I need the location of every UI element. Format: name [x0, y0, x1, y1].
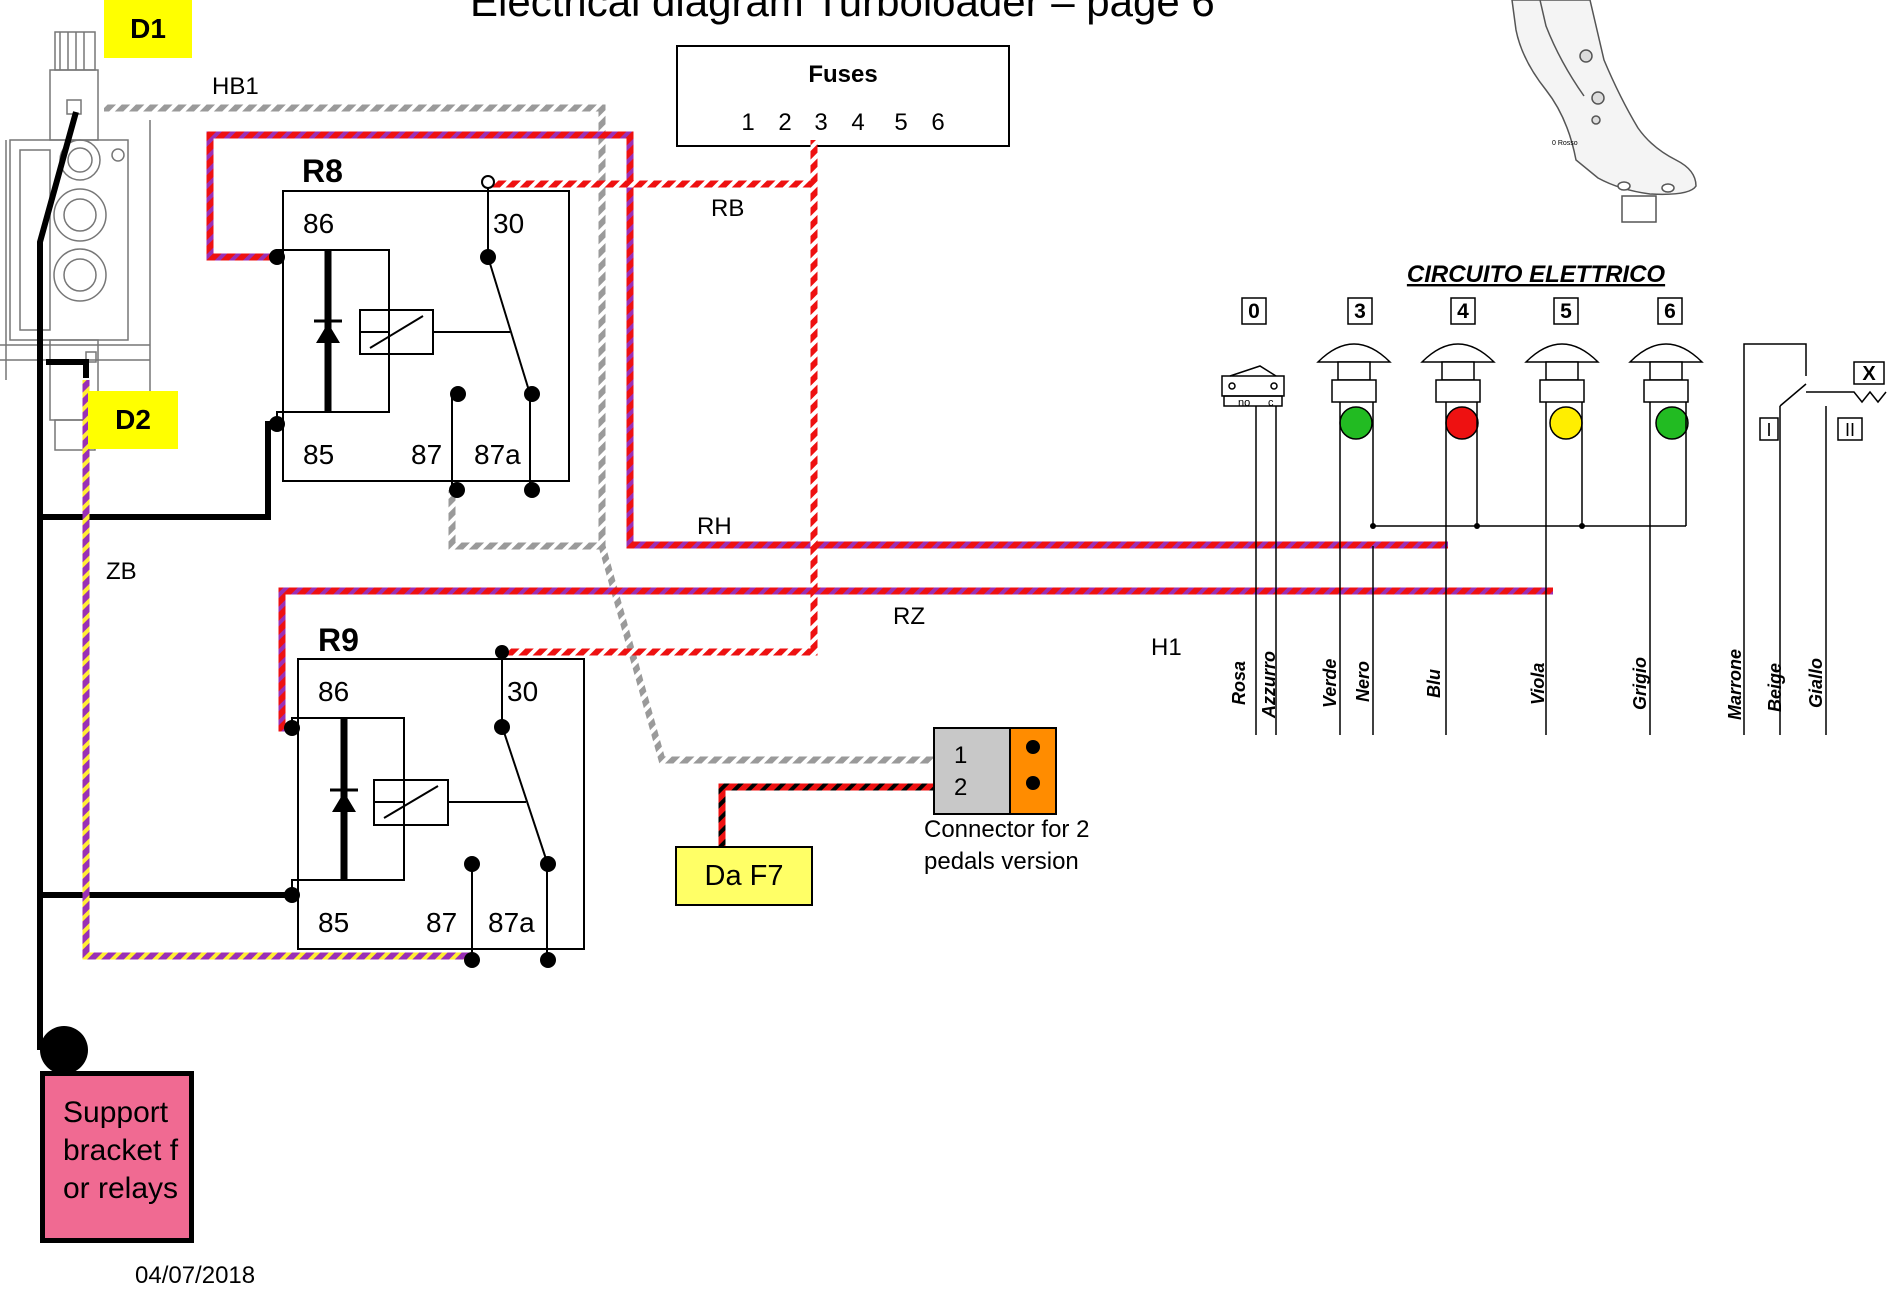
circuit-elettrico: CIRCUITO ELETTRICO 0 3 4 5 6 no c — [1221, 261, 1887, 735]
micro-switch-icon — [1221, 365, 1285, 407]
wire-color-label: Marrone — [1725, 649, 1745, 720]
wire-color-label: Beige — [1765, 663, 1785, 712]
indicator-lamp — [1549, 406, 1583, 440]
micro-c-label: c — [1268, 397, 1274, 409]
wire-color-label: Verde — [1320, 659, 1340, 708]
wire-ground — [37, 111, 292, 1050]
wire-fuse3 — [502, 140, 818, 656]
wires — [37, 104, 1553, 1050]
valve-block — [0, 31, 151, 451]
indicator-lamp — [1445, 406, 1479, 440]
tag-d2: D2 — [88, 391, 178, 449]
pin-label: 87 — [426, 907, 457, 938]
wire-color-label: Giallo — [1806, 658, 1826, 708]
wire-label-rb: RB — [711, 195, 744, 222]
pin-label: 85 — [318, 907, 349, 938]
indicator-lamp — [1339, 406, 1373, 440]
circuit-title: CIRCUITO ELETTRICO — [1407, 261, 1666, 288]
relay-r8: R8 86 30 85 87 87a — [269, 153, 570, 498]
wire-rh — [206, 131, 1448, 549]
wire-label-h1: H1 — [1151, 634, 1182, 661]
switch-ii-label: II — [1845, 420, 1855, 440]
relay-label: R9 — [318, 622, 359, 658]
switch-i-label: I — [1766, 420, 1771, 440]
wire-label-rz: RZ — [893, 603, 925, 630]
fuse-number: 1 — [741, 109, 754, 136]
joystick-handle-icon — [1511, 0, 1697, 223]
wire-color-label: Nero — [1353, 661, 1373, 702]
position-label: 4 — [1457, 300, 1469, 323]
micro-no-label: no — [1238, 397, 1250, 409]
wire-color-label: Blu — [1424, 669, 1444, 698]
position-label: 6 — [1664, 300, 1676, 323]
wire-label-hb1: HB1 — [212, 73, 259, 100]
fuse-number: 3 — [814, 109, 827, 136]
selector-switch-icon — [1759, 361, 1887, 441]
wire-color-label: Azzurro — [1259, 651, 1279, 719]
pin-label: 30 — [493, 208, 524, 239]
connector-2-pedals: 1 2 — [933, 727, 1057, 815]
wire-color-label: Viola — [1528, 663, 1548, 705]
pin-label: 86 — [303, 208, 334, 239]
fuse-number: 5 — [894, 109, 907, 136]
fuse-number: 4 — [851, 109, 864, 136]
pin-label: 87a — [474, 439, 521, 470]
support-bracket: Support bracket for relays — [40, 1071, 194, 1243]
da-f7-box: Da F7 — [675, 846, 813, 906]
tag-d1: D1 — [104, 0, 192, 58]
position-label: 0 — [1248, 300, 1260, 323]
pin-label: 30 — [507, 676, 538, 707]
ground-terminal — [40, 1026, 88, 1074]
fuse-number: 2 — [778, 109, 791, 136]
fuse-number: 6 — [931, 109, 944, 136]
relay-label: R8 — [302, 153, 343, 189]
relay-r9: R9 86 30 85 87 87a — [284, 622, 585, 968]
switch-x-label: X — [1862, 363, 1876, 385]
pin-label: 86 — [318, 676, 349, 707]
indicator-lamp — [1655, 406, 1689, 440]
wire-label-zb: ZB — [106, 558, 137, 585]
wire-label-rh: RH — [697, 513, 732, 540]
position-label: 5 — [1560, 300, 1572, 323]
connector-pin: 2 — [954, 774, 967, 801]
wire-color-label: Rosa — [1229, 661, 1249, 705]
footer-date: 04/07/2018 — [135, 1262, 256, 1289]
handle-text: 0 Rosso — [1552, 140, 1578, 147]
wire-grey-connector — [598, 545, 934, 764]
pin-label: 85 — [303, 439, 334, 470]
position-label: 3 — [1354, 300, 1366, 323]
pin-label: 87a — [488, 907, 535, 938]
connector-pin: 1 — [954, 742, 967, 769]
fuses-box: Fuses 1 2 3 4 5 6 — [676, 45, 1010, 147]
connector-note: Connector for 2 pedals version — [924, 816, 1090, 875]
push-button-icon — [1316, 343, 1704, 403]
wire-da-f7 — [718, 783, 934, 848]
fuses-title: Fuses — [808, 61, 877, 88]
page-title: Electrical diagram Turboloader – page 6 — [470, 0, 1215, 25]
wire-zb — [82, 380, 472, 960]
pin-label: 87 — [411, 439, 442, 470]
wire-color-label: Grigio — [1630, 657, 1650, 710]
